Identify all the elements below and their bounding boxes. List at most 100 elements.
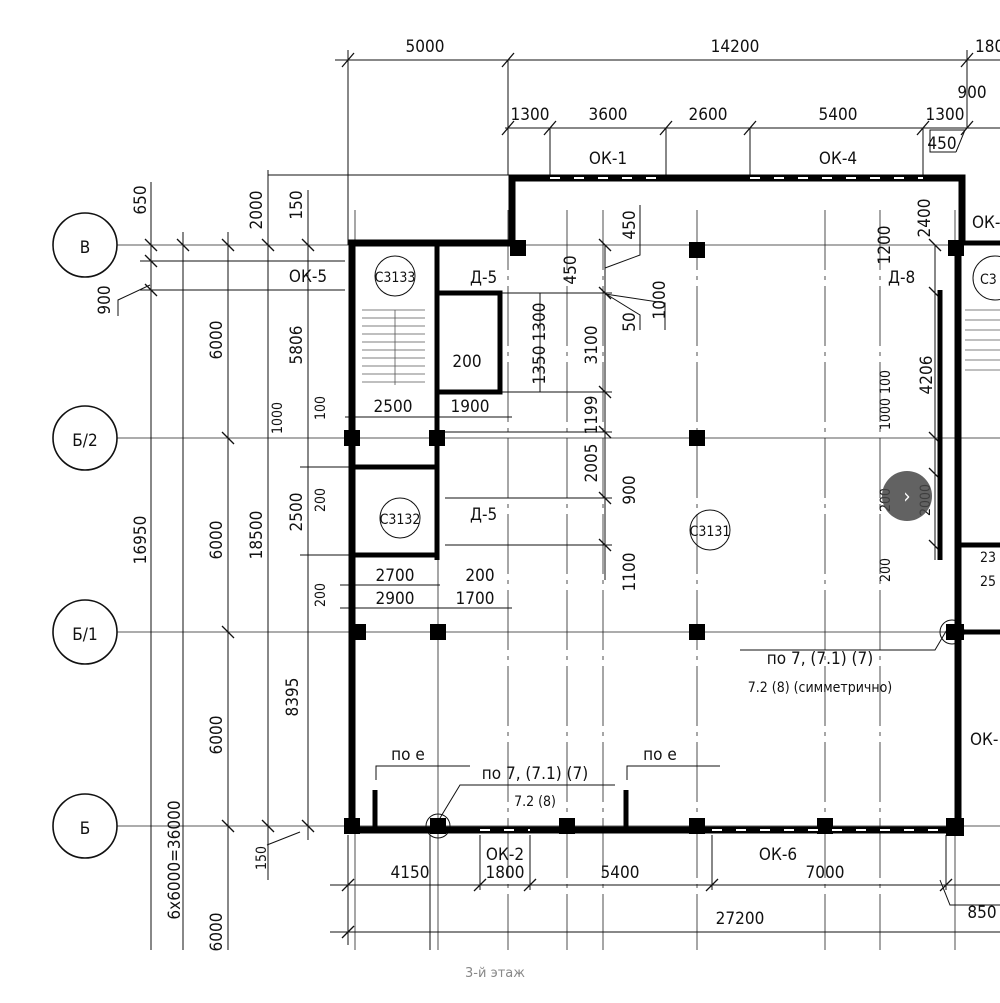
svg-text:100: 100 <box>313 396 329 420</box>
svg-text:6000: 6000 <box>207 521 227 560</box>
stairs <box>362 309 1000 385</box>
room-label-c3131: С3131 <box>689 509 731 551</box>
svg-text:180: 180 <box>975 37 1000 57</box>
axis-grid <box>117 210 1000 950</box>
room-label-c3-right: С3 <box>972 255 1000 301</box>
svg-text:450: 450 <box>561 255 581 284</box>
axis-marker-b: Б <box>52 793 118 859</box>
image-caption: 3-й этаж <box>465 966 525 981</box>
svg-text:Б/2: Б/2 <box>72 431 97 451</box>
door-label-d5-top: Д-5 <box>470 268 497 288</box>
svg-text:200: 200 <box>313 488 329 512</box>
svg-text:С3131: С3131 <box>690 524 731 540</box>
svg-text:200: 200 <box>878 558 894 582</box>
svg-text:1200: 1200 <box>875 226 895 265</box>
door-label-d8: Д-8 <box>888 268 915 288</box>
svg-text:850: 850 <box>967 903 996 923</box>
svg-text:1000: 1000 <box>650 281 670 320</box>
svg-text:1350: 1350 <box>530 346 550 385</box>
room-label-c3132: С3132 <box>379 497 421 539</box>
svg-text:2500: 2500 <box>287 493 307 532</box>
window-label-ok5: ОК-5 <box>289 267 327 287</box>
svg-text:Б: Б <box>80 819 91 839</box>
svg-text:6000: 6000 <box>207 716 227 755</box>
svg-text:900: 900 <box>957 83 986 103</box>
left-dimensions: 650 900 2000 150 6000 5806 1000 100 1695… <box>95 185 329 951</box>
svg-text:1100: 1100 <box>620 553 640 592</box>
bottom-dimensions: 4150 1800 5400 7000 850 27200 <box>391 863 997 929</box>
svg-text:по е: по е <box>391 745 425 765</box>
svg-text:3100: 3100 <box>582 326 602 365</box>
inner-dimensions: 2500 1900 200 2700 200 2900 1700 450 450… <box>374 199 996 609</box>
window-label-ok6: ОК-6 <box>759 845 797 865</box>
svg-text:2000: 2000 <box>247 191 267 230</box>
window-label-ok-right-mid: ОК- <box>970 730 998 750</box>
svg-text:900: 900 <box>95 285 115 314</box>
dimension-lines <box>117 50 1000 950</box>
svg-text:1000: 1000 <box>270 402 286 434</box>
svg-text:23: 23 <box>980 550 996 566</box>
svg-text:С3: С3 <box>980 272 997 288</box>
svg-text:по 7, (7.1) (7): по 7, (7.1) (7) <box>482 764 588 784</box>
svg-text:450: 450 <box>620 210 640 239</box>
svg-text:1300: 1300 <box>530 303 550 342</box>
svg-text:27200: 27200 <box>716 909 765 929</box>
svg-text:1900: 1900 <box>451 397 490 417</box>
svg-text:по 7, (7.1) (7): по 7, (7.1) (7) <box>767 649 873 669</box>
svg-text:6x6000=36000: 6x6000=36000 <box>165 800 185 919</box>
svg-text:200: 200 <box>465 566 494 586</box>
svg-text:2005: 2005 <box>582 444 602 483</box>
walls <box>348 174 1000 834</box>
svg-text:Б/1: Б/1 <box>72 625 97 645</box>
svg-text:1700: 1700 <box>456 589 495 609</box>
svg-text:150: 150 <box>287 190 307 219</box>
svg-text:200: 200 <box>452 352 481 372</box>
svg-text:2400: 2400 <box>915 199 935 238</box>
svg-text:650: 650 <box>131 185 151 214</box>
axis-marker-v: В <box>52 212 118 278</box>
svg-text:1199: 1199 <box>582 396 602 435</box>
svg-text:1300: 1300 <box>511 105 550 125</box>
svg-text:18500: 18500 <box>247 511 267 560</box>
svg-text:150: 150 <box>254 846 270 870</box>
svg-text:200: 200 <box>313 583 329 607</box>
window-openings <box>480 177 946 831</box>
svg-text:7000: 7000 <box>806 863 845 883</box>
svg-text:5000: 5000 <box>406 37 445 57</box>
svg-text:16950: 16950 <box>131 516 151 565</box>
svg-text:2500: 2500 <box>374 397 413 417</box>
svg-text:900: 900 <box>620 475 640 504</box>
svg-text:С3133: С3133 <box>375 270 416 286</box>
svg-text:14200: 14200 <box>711 37 760 57</box>
svg-text:7.2 (8): 7.2 (8) <box>514 794 556 810</box>
svg-text:1300: 1300 <box>926 105 965 125</box>
svg-text:2700: 2700 <box>376 566 415 586</box>
columns <box>344 240 964 836</box>
top-dimensions: 5000 14200 180 1300 3600 2600 5400 1300 … <box>406 37 1000 154</box>
svg-text:6000: 6000 <box>207 321 227 360</box>
axis-marker-b2: Б/2 <box>52 405 118 471</box>
annotations: по 7, (7.1) (7) 7.2 (8) (симметрично) по… <box>391 649 892 810</box>
svg-text:8395: 8395 <box>283 678 303 717</box>
svg-text:4206: 4206 <box>917 356 937 395</box>
axis-marker-b1: Б/1 <box>52 599 118 665</box>
svg-text:1000 100: 1000 100 <box>878 370 894 430</box>
svg-text:2900: 2900 <box>376 589 415 609</box>
svg-text:3600: 3600 <box>589 105 628 125</box>
svg-text:50: 50 <box>620 312 640 331</box>
room-label-c3133: С3133 <box>374 255 416 297</box>
svg-text:2600: 2600 <box>689 105 728 125</box>
next-image-button[interactable]: › <box>882 471 932 521</box>
svg-text:450: 450 <box>927 134 956 154</box>
svg-text:1800: 1800 <box>486 863 525 883</box>
window-label-ok1: ОК-1 <box>589 149 627 169</box>
svg-text:7.2 (8) (симметрично): 7.2 (8) (симметрично) <box>748 680 892 696</box>
dimension-ticks <box>144 52 974 939</box>
chevron-right-icon: › <box>903 484 911 508</box>
window-label-ok4: ОК-4 <box>819 149 857 169</box>
svg-text:4150: 4150 <box>391 863 430 883</box>
svg-text:6000: 6000 <box>207 913 227 952</box>
door-label-d5-mid: Д-5 <box>470 505 497 525</box>
svg-text:25: 25 <box>980 574 996 590</box>
